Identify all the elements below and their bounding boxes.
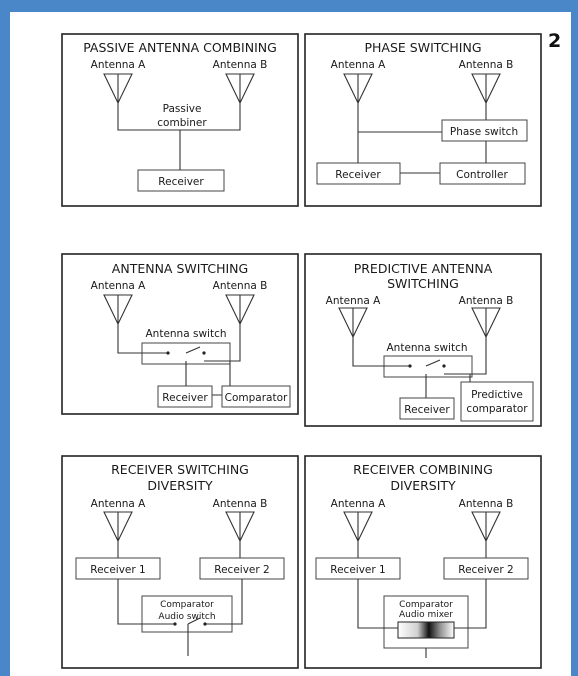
panel-title: ANTENNA SWITCHING [112,261,248,276]
antenna-a-icon [103,511,133,558]
switch-contact [173,622,177,626]
receiver-box [316,162,401,185]
switch-contact [202,351,206,355]
panel-title-line-2: DIVERSITY [390,478,456,493]
antenna-a-icon [338,307,368,339]
switch-wiring [117,579,243,656]
left-border-bar [0,0,10,676]
panel-predictive-antenna-switching: PREDICTIVE ANTENNA SWITCHING Antenna A A… [304,253,542,427]
antenna-switch-label: Antenna switch [145,328,226,340]
antenna-a-label: Antenna A [91,498,146,510]
receiver-label: Receiver [162,392,208,404]
receiver-label: Receiver [335,169,381,181]
switch-contact [442,364,446,368]
top-border-bar [0,0,578,12]
controller-label: Controller [456,169,508,181]
antenna-a-label: Antenna A [91,280,146,292]
switch-contact [166,351,170,355]
passive-combiner-label-1: Passive [163,103,202,115]
panel-title: PASSIVE ANTENNA COMBINING [83,40,277,55]
antenna-b-icon [225,294,255,326]
receiver-1-label: Receiver 1 [330,564,385,576]
antenna-b-label: Antenna B [213,498,268,510]
panel-phase-switching: PHASE SWITCHING Antenna A Antenna B Phas… [304,33,542,207]
panel-passive-antenna-combining: PASSIVE ANTENNA COMBINING Antenna A Ante… [61,33,299,207]
antenna-b-icon [471,73,501,105]
antenna-b-label: Antenna B [459,295,514,307]
panel-antenna-switching: ANTENNA SWITCHING Antenna A Antenna B An… [61,253,299,415]
antenna-b-icon [471,511,501,558]
panel-title-line-1: PREDICTIVE ANTENNA [354,261,493,276]
comparator-label: Comparator [399,600,453,610]
predictive-comparator-label-2: comparator [466,403,528,415]
predictive-comparator-box [460,381,534,422]
receiver-box [157,385,213,408]
mixer-wiring [357,579,487,658]
antenna-a-label: Antenna A [91,59,146,71]
receiver-box [399,397,455,420]
antenna-switch-label: Antenna switch [386,342,467,354]
antenna-b-label: Antenna B [213,59,268,71]
switch-contact [203,622,207,626]
antenna-b-icon [225,511,255,558]
phase-switch-label: Phase switch [450,126,518,138]
antenna-a-label: Antenna A [331,59,386,71]
controller-box [439,162,526,185]
comparator-label: Comparator [160,600,214,610]
antenna-a-icon [103,73,133,105]
antenna-a-icon [103,294,133,326]
panel-title-line-1: RECEIVER SWITCHING [111,462,249,477]
panel-title-line-2: DIVERSITY [147,478,213,493]
receiver-2-label: Receiver 2 [458,564,513,576]
panel-title-line-2: SWITCHING [387,276,459,291]
page-number: 2 [548,30,562,52]
audio-switch-label: Audio switch [158,612,215,622]
antenna-b-icon [471,307,501,339]
passive-combiner-label-2: combiner [157,117,207,129]
switch-wiring [352,337,487,398]
panel-title-line-1: RECEIVER COMBINING [353,462,493,477]
antenna-b-label: Antenna B [213,280,268,292]
right-border-bar [571,0,578,676]
panel-title: PHASE SWITCHING [364,40,481,55]
antenna-a-icon [343,511,373,558]
comparator-box [221,385,291,408]
mixer-fader-graphic [397,621,455,639]
antenna-a-icon [343,73,373,105]
switch-wiring [117,324,241,396]
receiver-1-label: Receiver 1 [90,564,145,576]
panel-receiver-switching-diversity: RECEIVER SWITCHING DIVERSITY Antenna A A… [61,455,299,669]
comparator-audio-switch-box [141,595,233,633]
antenna-b-label: Antenna B [459,59,514,71]
antenna-b-icon [225,73,255,105]
panel-receiver-combining-diversity: RECEIVER COMBINING DIVERSITY Antenna A A… [304,455,542,669]
antenna-b-label: Antenna B [459,498,514,510]
antenna-a-label: Antenna A [326,295,381,307]
antenna-a-label: Antenna A [331,498,386,510]
audio-mixer-label: Audio mixer [399,610,453,620]
switch-contact [408,364,412,368]
receiver-label: Receiver [404,404,450,416]
comparator-label: Comparator [225,392,288,404]
predictive-comparator-label-1: Predictive [471,389,523,401]
connection-lines [357,103,487,174]
phase-switch-box [441,119,528,142]
receiver-box [137,169,225,192]
receiver-2-label: Receiver 2 [214,564,269,576]
receiver-label: Receiver [158,176,204,188]
connection-lines [117,103,241,170]
